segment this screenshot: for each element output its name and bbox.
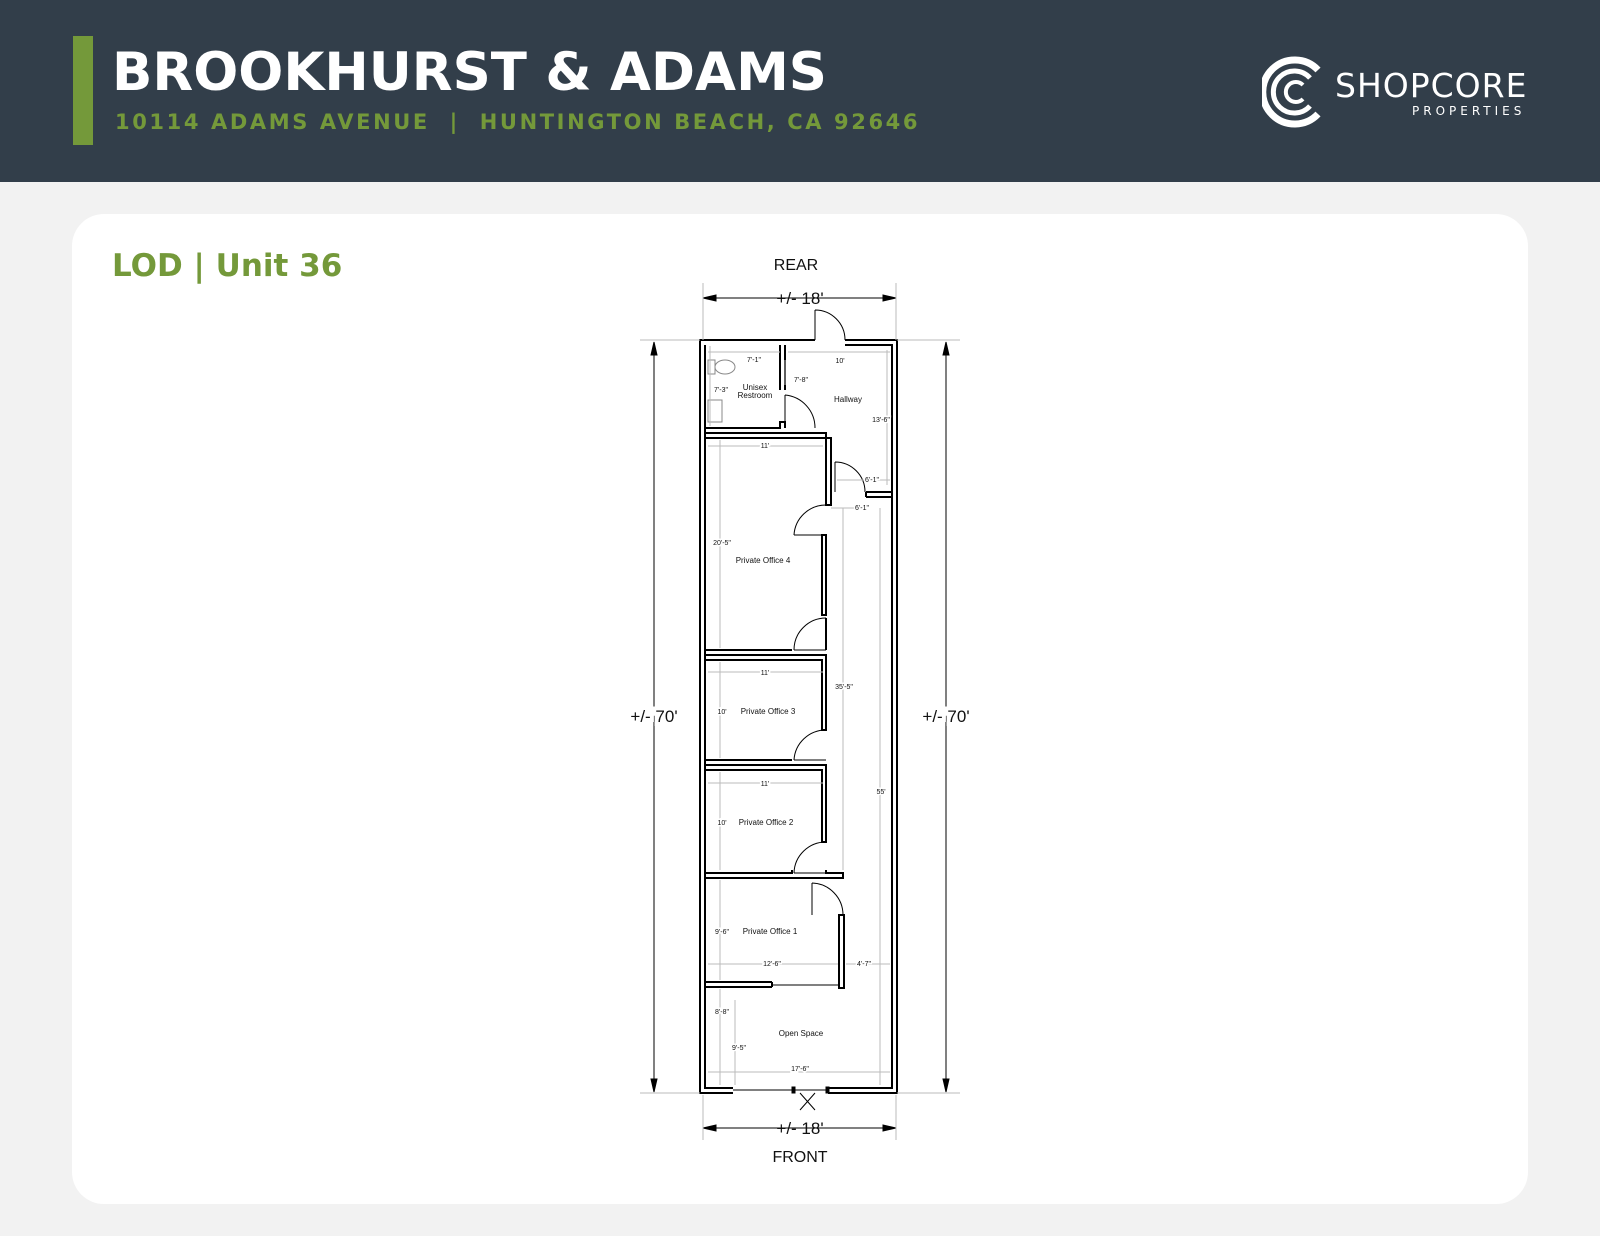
dim-office1-height: 9'-6" — [715, 929, 729, 936]
dim-office3-height: 10' — [717, 709, 726, 716]
outer-walls — [699, 339, 898, 1094]
room-label-restroom-2: Restroom — [738, 391, 773, 400]
dim-hall-height-2: 13'-6" — [872, 417, 890, 424]
dim-corridor-width: 4'-7" — [857, 961, 871, 968]
depth-right-dimension: +/- 70' — [922, 707, 969, 726]
dim-door-b: 6'-1" — [855, 505, 869, 512]
dim-hall-height-1: 7'-8" — [794, 377, 808, 384]
depth-left-dimension: +/- 70' — [630, 707, 677, 726]
dim-office4-width: 11' — [761, 443, 770, 450]
dim-corridor-height: 35'-5" — [835, 684, 853, 691]
dim-office2-width: 11' — [761, 781, 770, 788]
dim-open-width: 17'-6" — [791, 1066, 809, 1073]
property-title: BROOKHURST & ADAMS — [112, 42, 827, 103]
room-label-open-space: Open Space — [779, 1029, 824, 1038]
property-address: 10114 ADAMS AVENUE | HUNTINGTON BEACH, C… — [115, 110, 921, 134]
dim-restroom-height: 7'-3" — [714, 387, 728, 394]
room-label-office-4: Private Office 4 — [736, 556, 791, 565]
interior-walls — [705, 345, 845, 989]
room-label-office-3: Private Office 3 — [741, 707, 796, 716]
dim-office3-width: 11' — [761, 670, 770, 677]
dim-open-height-2: 9'-5" — [732, 1045, 746, 1052]
room-label-hallway: Hallway — [834, 395, 862, 404]
rear-label: REAR — [774, 257, 818, 274]
storefront — [733, 1086, 830, 1094]
shopcore-logo: SHOPCORE PROPERTIES — [1259, 56, 1532, 128]
logo-subtext: PROPERTIES — [1412, 104, 1526, 118]
front-label: FRONT — [772, 1149, 827, 1166]
room-label-office-1: Private Office 1 — [743, 927, 798, 936]
dim-office2-height: 10' — [717, 820, 726, 827]
dimension-lines — [650, 294, 950, 1132]
door-swings — [784, 309, 866, 1111]
header-banner — [0, 0, 1600, 182]
width-bottom-dimension: +/- 18' — [776, 1119, 823, 1138]
dim-door-a: 6'-1" — [865, 477, 879, 484]
logo-wordmark: SHOPCORE — [1335, 66, 1528, 105]
dim-open-height-1: 8'-8" — [715, 1009, 729, 1016]
dim-hall-width: 10' — [835, 358, 844, 365]
unit-title: LOD | Unit 36 — [112, 248, 343, 284]
restroom-fixtures — [707, 359, 736, 423]
floorplan-card — [72, 214, 1528, 1204]
dim-office1-width: 12'-6" — [763, 961, 781, 968]
width-top-dimension: +/- 18' — [776, 289, 823, 308]
extension-lines — [640, 283, 960, 1140]
dim-restroom-width: 7'-1" — [747, 357, 761, 364]
dim-office4-height: 20'-5" — [713, 540, 731, 547]
shopcore-c-logo-icon — [1259, 56, 1321, 128]
room-label-office-2: Private Office 2 — [739, 818, 794, 827]
dim-corridor-long: 55' — [876, 789, 885, 796]
room-label-restroom-1: Unisex — [743, 383, 767, 392]
accent-bar — [73, 36, 93, 145]
